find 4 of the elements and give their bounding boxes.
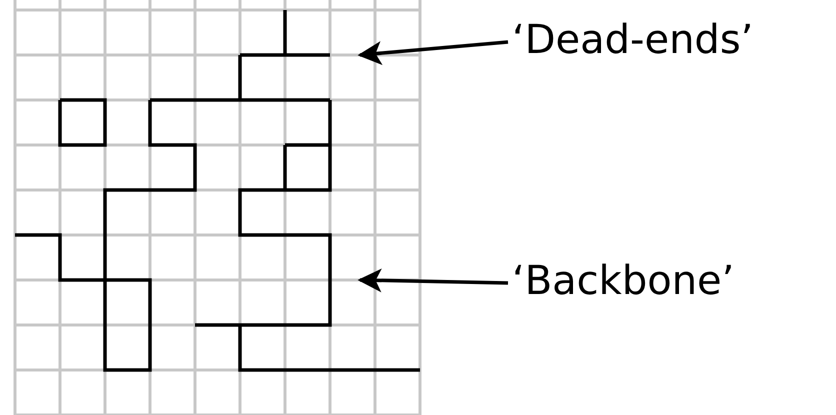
callout-label: ‘Dead-ends’ xyxy=(512,16,754,64)
leader-arrow xyxy=(358,268,508,292)
leader-arrow xyxy=(358,40,508,66)
callout-label: ‘Backbone’ xyxy=(512,257,734,305)
